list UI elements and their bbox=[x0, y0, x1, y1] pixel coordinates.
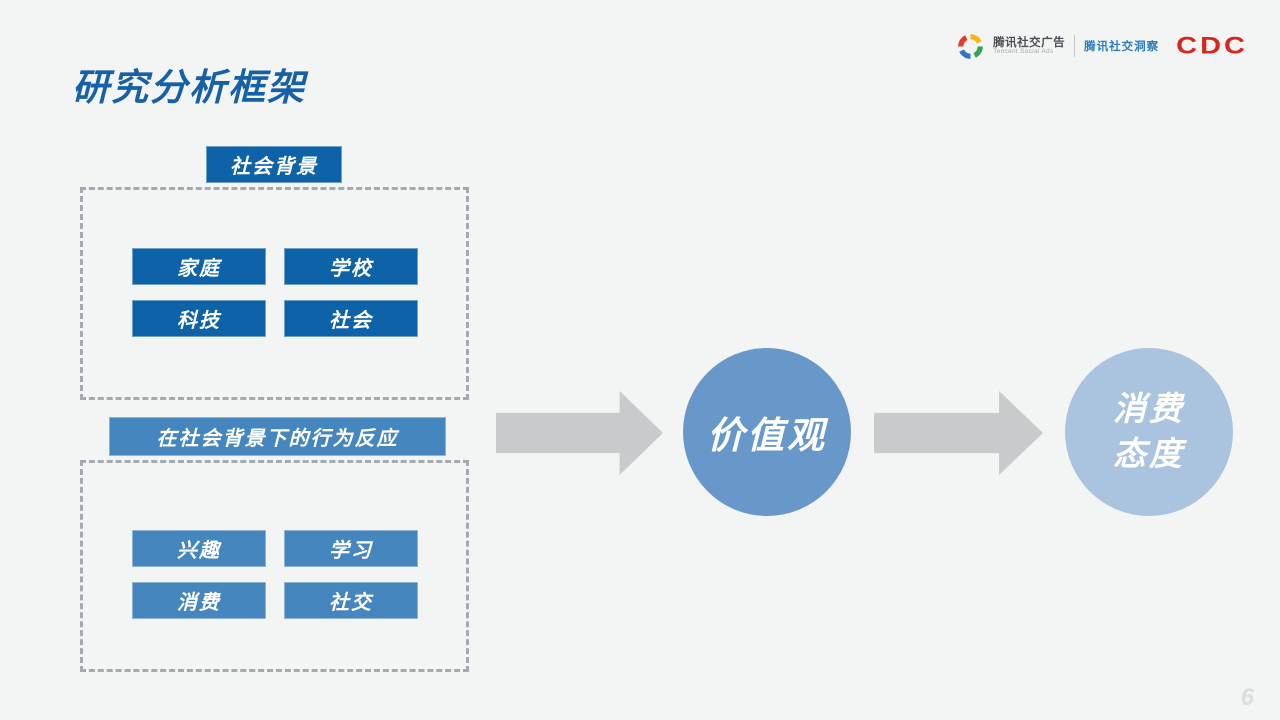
arrow-to-attitude-icon bbox=[874, 391, 1043, 475]
behavior-box: 兴趣 学习 消费 社交 bbox=[80, 460, 469, 672]
cdc-logo: CDC bbox=[1176, 32, 1248, 59]
arrow-to-values-icon bbox=[496, 391, 663, 475]
values-circle: 价值观 bbox=[683, 348, 851, 516]
tencent-insight-wordmark: 腾讯社交洞察 bbox=[1084, 41, 1160, 53]
tencent-ads-subtitle: Tencent Social Ads bbox=[993, 47, 1054, 55]
item-school: 学校 bbox=[284, 248, 418, 285]
item-consumption: 消费 bbox=[132, 582, 266, 619]
tencent-ads-wordmark: 腾讯社交广告 Tencent Social Ads bbox=[993, 37, 1065, 56]
values-circle-label: 价值观 bbox=[707, 415, 827, 456]
item-interest: 兴趣 bbox=[132, 530, 266, 567]
attitude-circle-line1: 消费 bbox=[1113, 390, 1185, 428]
item-family: 家庭 bbox=[132, 248, 266, 285]
item-society: 社会 bbox=[284, 300, 418, 337]
social-background-box: 家庭 学校 科技 社会 bbox=[80, 187, 469, 400]
social-background-label: 社会背景 bbox=[206, 146, 342, 183]
tencent-ads-ring-icon bbox=[958, 33, 984, 59]
behavior-label: 在社会背景下的行为反应 bbox=[109, 417, 446, 456]
page-title: 研究分析框架 bbox=[72, 67, 306, 108]
logo-divider bbox=[1074, 35, 1076, 57]
page-number: 6 bbox=[1240, 684, 1254, 711]
item-social: 社交 bbox=[284, 582, 418, 619]
tencent-ads-name: 腾讯社交广告 bbox=[993, 36, 1066, 49]
header-logo-bar: 腾讯社交广告 Tencent Social Ads 腾讯社交洞察 CDC bbox=[957, 30, 1248, 62]
attitude-circle-line2: 态度 bbox=[1113, 435, 1185, 472]
attitude-circle: 消费 态度 bbox=[1065, 348, 1233, 516]
item-technology: 科技 bbox=[132, 300, 266, 337]
item-learning: 学习 bbox=[284, 530, 418, 567]
